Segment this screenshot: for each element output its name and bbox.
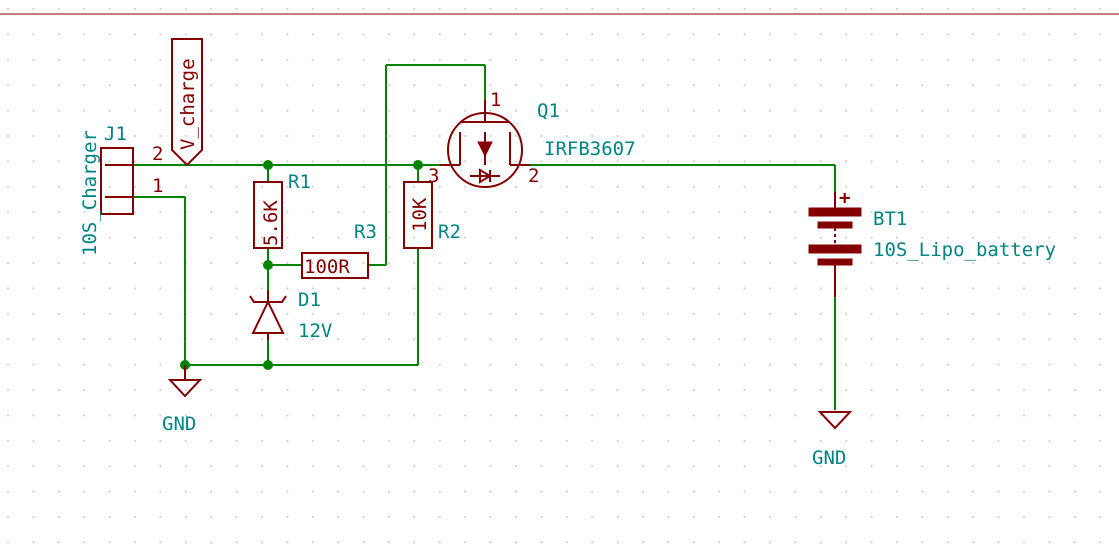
- gnd-right-label: GND: [812, 447, 846, 469]
- junctions: [180, 160, 423, 370]
- connector-j1[interactable]: 2 1 J1 10S_Charger: [79, 123, 163, 256]
- ground-symbol-left[interactable]: GND: [162, 365, 203, 435]
- bt1-plate-long-2: [808, 244, 862, 254]
- r3-reference: R3: [354, 221, 377, 243]
- gnd-right-triangle: [817, 411, 853, 430]
- ground-symbol-right[interactable]: GND: [812, 411, 853, 469]
- wires: [133, 64, 836, 410]
- q1-pin2-number: 2: [528, 165, 539, 187]
- j1-pin1-number: 1: [152, 175, 163, 197]
- r1-body: [253, 181, 283, 249]
- bt1-plate-short-2: [817, 258, 853, 266]
- junction-dot: [263, 360, 273, 370]
- r2-body: [403, 181, 433, 249]
- q1-pin1-number: 1: [490, 89, 501, 111]
- r3-body: [301, 252, 369, 279]
- bt1-plate-short-1: [817, 221, 853, 229]
- label-v-charge[interactable]: V_charge: [171, 38, 203, 167]
- v-charge-label-text: V_charge: [177, 58, 199, 150]
- q1-value: IRFB3607: [544, 138, 636, 160]
- junction-dot: [263, 260, 273, 270]
- bt1-value: 10S_Lipo_battery: [873, 239, 1056, 261]
- junction-dot: [413, 160, 423, 170]
- r1-reference: R1: [288, 171, 311, 193]
- bt1-plate-long-1: [808, 207, 862, 217]
- v-charge-label-outline: [171, 38, 203, 167]
- connector-j1-body: [100, 147, 134, 215]
- r3-value: 100R: [304, 256, 350, 278]
- r2-reference: R2: [438, 221, 461, 243]
- junction-dot: [263, 160, 273, 170]
- bt1-plus-sign: +: [839, 187, 850, 209]
- resistor-r2[interactable]: 10K R2: [403, 181, 461, 249]
- q1-reference: Q1: [537, 100, 560, 122]
- zener-diode-d1[interactable]: D1 12V: [249, 289, 332, 342]
- bt1-reference: BT1: [873, 208, 907, 230]
- resistor-r1[interactable]: 5.6K R1: [253, 171, 311, 249]
- resistor-r3[interactable]: 100R R3: [301, 221, 377, 279]
- d1-reference: D1: [298, 289, 321, 311]
- battery-bt1[interactable]: + BT1 10S_Lipo_battery: [808, 187, 1056, 297]
- q1-pin3-number: 3: [428, 165, 439, 187]
- q1-arrow: [477, 141, 493, 158]
- gnd-left-label: GND: [162, 413, 196, 435]
- j1-reference: J1: [104, 123, 127, 145]
- mosfet-q1[interactable]: 1 3 2 Q1 IRFB3607: [428, 89, 636, 188]
- r1-value: 5.6K: [260, 200, 282, 246]
- q1-body-diode: [479, 168, 492, 184]
- j1-value: 10S_Charger: [79, 130, 101, 256]
- gnd-left-triangle: [167, 379, 203, 398]
- d1-value: 12V: [298, 320, 332, 342]
- r2-value: 10K: [409, 197, 431, 232]
- j1-pin2-number: 2: [152, 143, 163, 165]
